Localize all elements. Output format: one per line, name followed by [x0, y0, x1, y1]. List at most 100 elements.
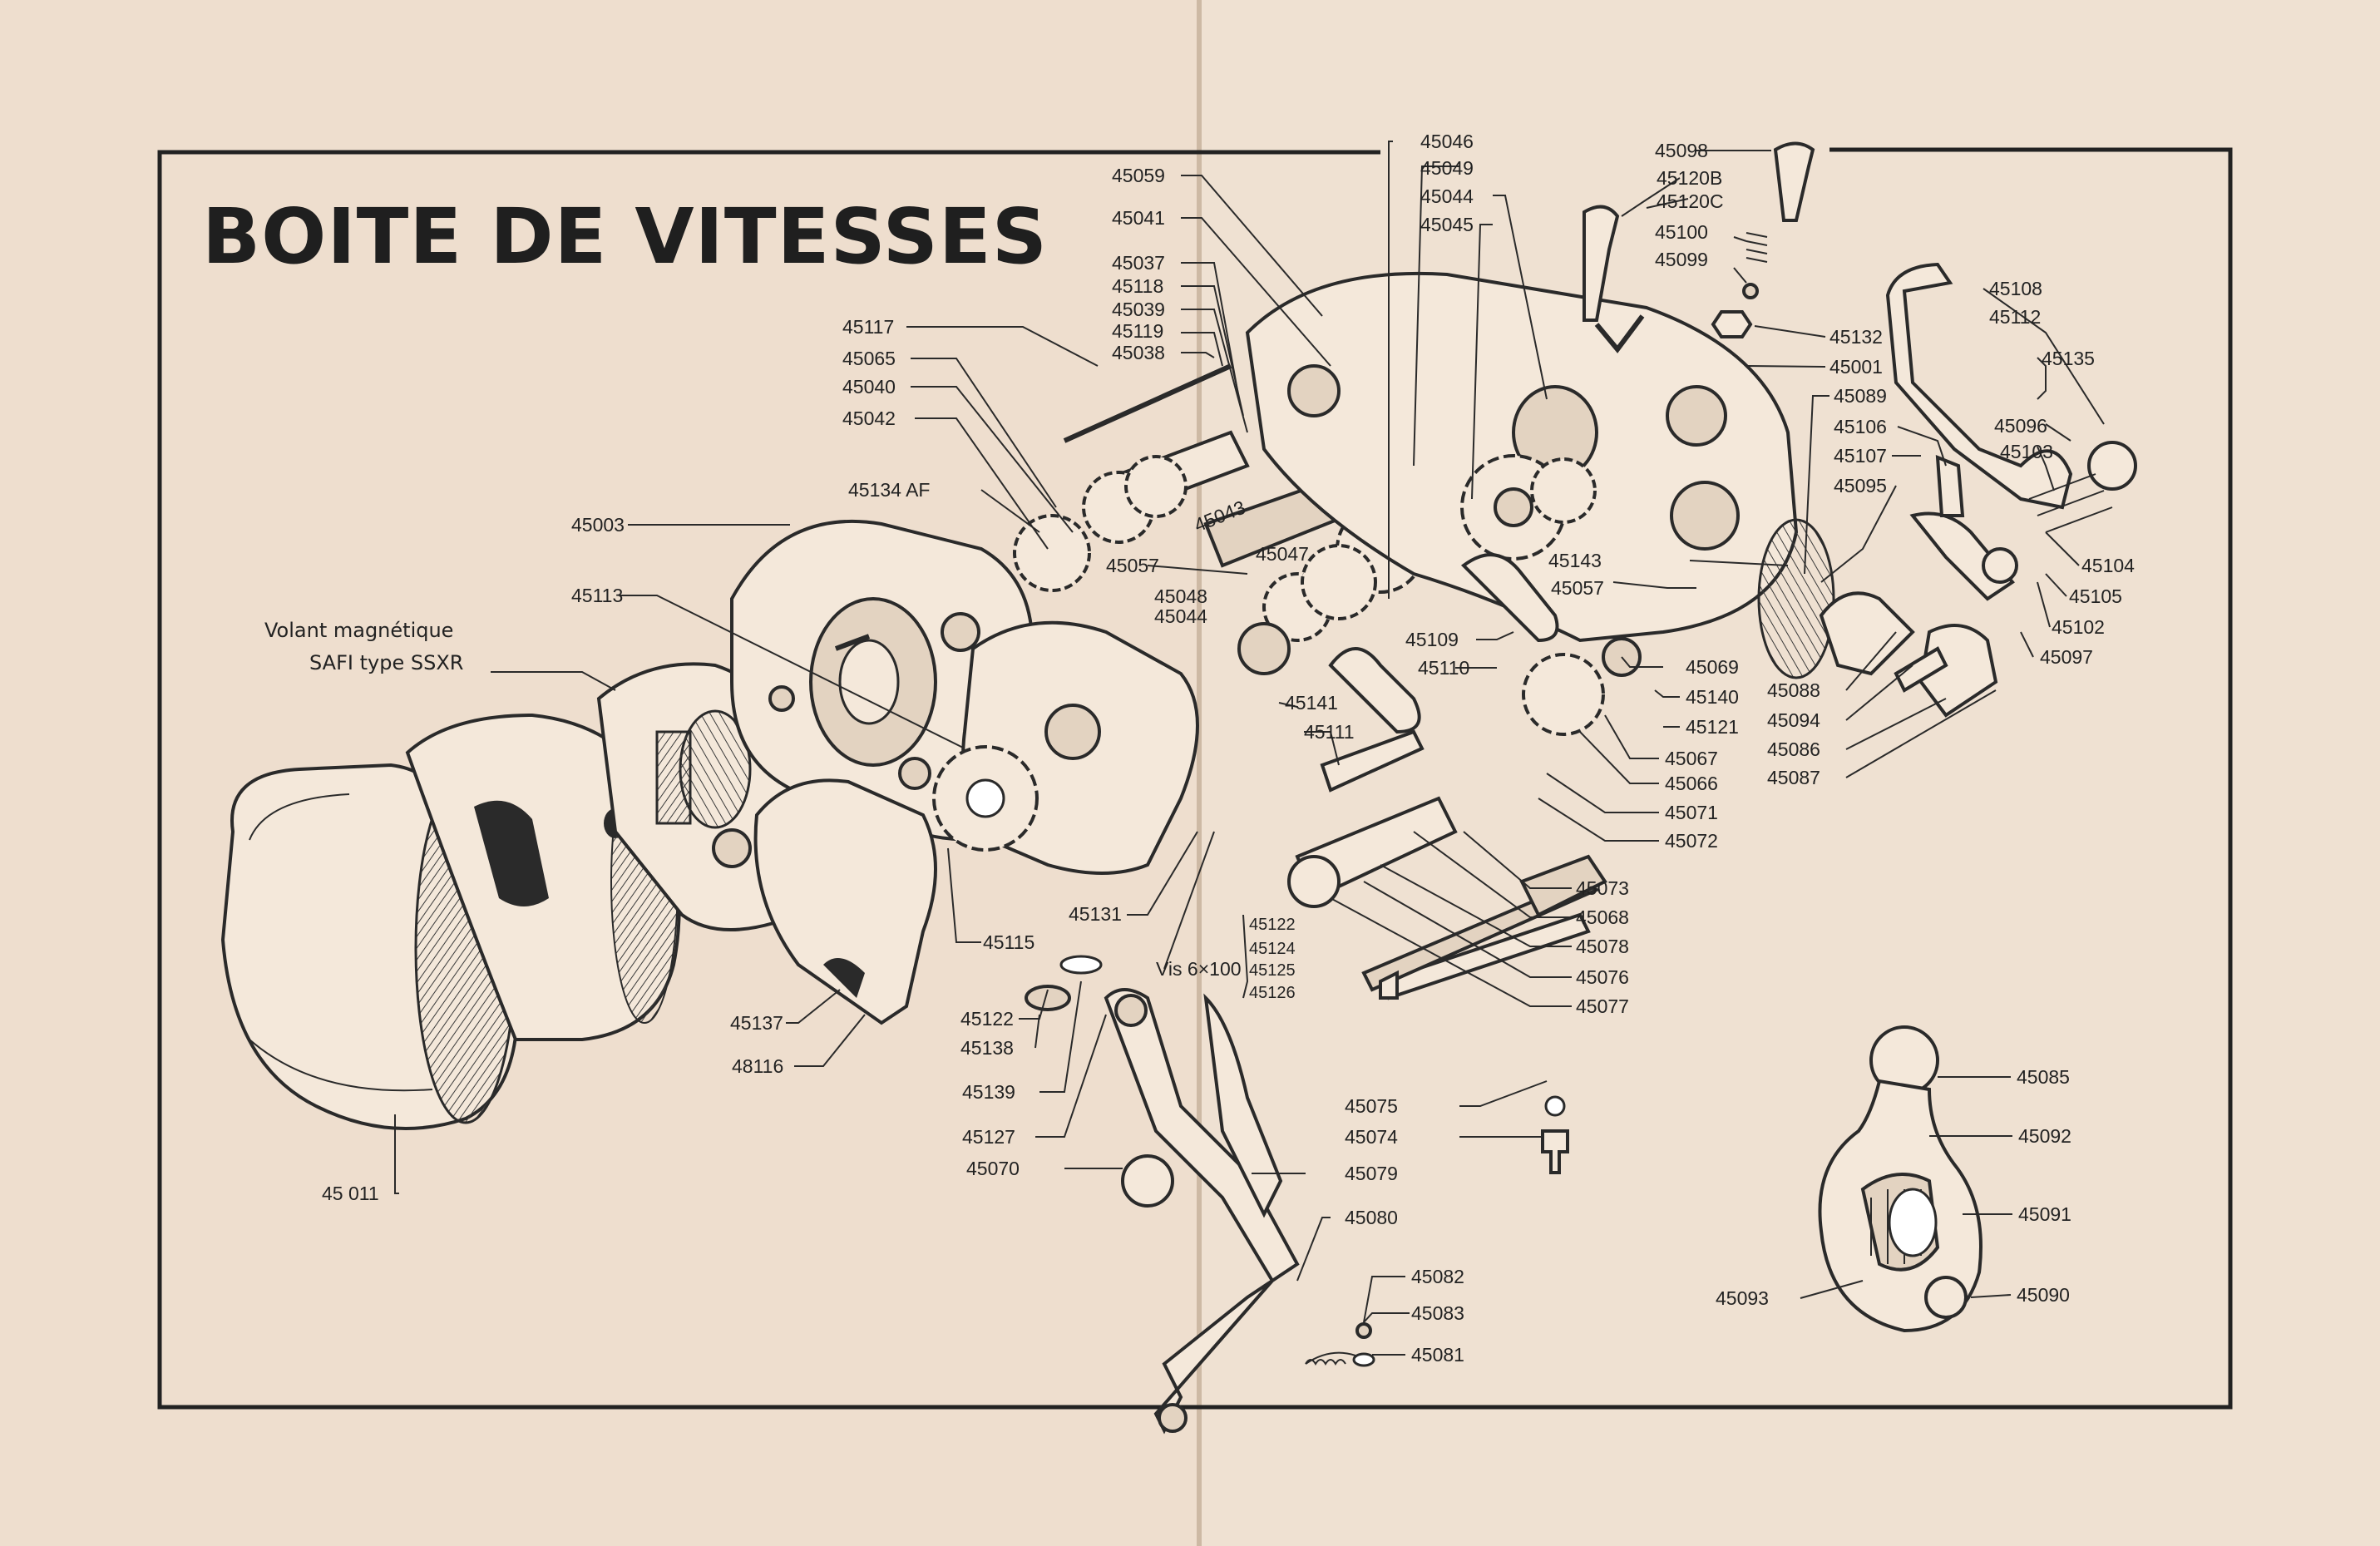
label-45140: 45140 — [1686, 686, 1739, 708]
label-45139: 45139 — [962, 1081, 1015, 1103]
label-45081: 45081 — [1411, 1344, 1464, 1366]
label-45083: 45083 — [1411, 1302, 1464, 1324]
kick-pedal — [1203, 993, 1283, 1218]
label-45037: 45037 — [1112, 252, 1165, 274]
label-45082: 45082 — [1411, 1266, 1464, 1287]
label-45049: 45049 — [1420, 157, 1474, 179]
label-45115: 45115 — [983, 931, 1034, 953]
label-45094: 45094 — [1767, 709, 1820, 731]
kickstart-lever-45079 — [1104, 988, 1300, 1435]
diagram-frame — [157, 147, 2233, 1410]
label-45124: 45124 — [1249, 940, 1296, 958]
label-45087: 45087 — [1767, 767, 1820, 788]
label-45132: 45132 — [1829, 326, 1883, 348]
label-45069: 45069 — [1686, 656, 1739, 678]
label-45072: 45072 — [1665, 830, 1718, 852]
label-45076: 45076 — [1576, 966, 1629, 988]
side-cover-45115 — [753, 778, 937, 1025]
label-45107: 45107 — [1834, 445, 1887, 467]
label-45137: 45137 — [730, 1012, 783, 1034]
label-45095: 45095 — [1834, 475, 1887, 496]
label-vis-6x100: Vis 6×100 — [1156, 958, 1242, 980]
shift-forks — [1320, 553, 1559, 793]
label-45096: 45096 — [1994, 415, 2047, 437]
label-45045: 45045 — [1420, 214, 1474, 235]
label-45040: 45040 — [842, 376, 896, 398]
drive-sprocket — [932, 745, 1039, 852]
selector-drum-detail — [1818, 1025, 1983, 1333]
small-hardware — [834, 634, 1569, 1367]
label-45047: 45047 — [1256, 543, 1309, 565]
label-45057-left: 45057 — [1106, 555, 1159, 576]
label-45118: 45118 — [1112, 275, 1163, 297]
label-45077: 45077 — [1576, 995, 1629, 1017]
label-45098: 45098 — [1655, 140, 1708, 161]
label-45143: 45143 — [1548, 550, 1602, 571]
label-45100: 45100 — [1655, 221, 1708, 243]
output-gears — [1460, 454, 1642, 736]
label-45074: 45074 — [1345, 1126, 1398, 1148]
page-title: BOITE DE VITESSES — [202, 192, 1048, 281]
label-45075: 45075 — [1345, 1095, 1398, 1117]
label-45090: 45090 — [2017, 1284, 2070, 1306]
magneto-note-line1: Volant magnétique — [264, 619, 453, 642]
label-45039: 45039 — [1112, 299, 1165, 320]
label-45138: 45138 — [960, 1037, 1014, 1059]
label-45117: 45117 — [842, 316, 894, 338]
label-45108: 45108 — [1989, 278, 2042, 299]
label-45112: 45112 — [1989, 306, 2041, 328]
label-45122-bottom: 45122 — [960, 1008, 1014, 1030]
label-45121: 45121 — [1686, 716, 1739, 738]
label-45092: 45092 — [2018, 1125, 2071, 1147]
label-45111: 45111 — [1304, 721, 1355, 743]
label-45088: 45088 — [1767, 679, 1820, 701]
label-45042: 45042 — [842, 407, 896, 429]
label-45044-lower: 45044 — [1154, 605, 1207, 627]
label-45135: 45135 — [2042, 348, 2095, 369]
kickstart-spring — [1305, 1359, 1346, 1366]
label-45003: 45003 — [571, 514, 625, 536]
label-45044: 45044 — [1420, 185, 1474, 207]
label-45097: 45097 — [2040, 646, 2093, 668]
clutch-plate — [1757, 518, 1835, 679]
label-45113: 45113 — [571, 585, 623, 606]
label-45103: 45103 — [2000, 441, 2053, 462]
label-45066: 45066 — [1665, 773, 1718, 794]
label-45046: 45046 — [1420, 131, 1474, 152]
selector-mechanism — [1819, 262, 2137, 718]
label-45126: 45126 — [1249, 984, 1296, 1002]
label-45086: 45086 — [1767, 738, 1820, 760]
label-45141: 45141 — [1285, 692, 1338, 714]
part-labels: 45059 45041 45037 45118 45039 45119 4503… — [322, 131, 2135, 1366]
label-45109: 45109 — [1405, 629, 1459, 650]
label-48116: 48116 — [732, 1055, 783, 1077]
label-45001: 45001 — [1829, 356, 1883, 378]
label-45102: 45102 — [2052, 616, 2105, 638]
label-45125: 45125 — [1249, 961, 1296, 980]
label-45134-af: 45134 AF — [848, 479, 930, 501]
label-45122-top: 45122 — [1249, 916, 1296, 934]
label-45127: 45127 — [962, 1126, 1015, 1148]
label-45099: 45099 — [1655, 249, 1708, 270]
magneto-note-line2: SAFI type SSXR — [309, 651, 463, 674]
label-45080: 45080 — [1345, 1207, 1398, 1228]
label-45073: 45073 — [1576, 877, 1629, 899]
label-45110: 45110 — [1418, 657, 1469, 679]
label-45011: 45 011 — [322, 1183, 379, 1204]
label-45105: 45105 — [2069, 585, 2122, 607]
label-45079: 45079 — [1345, 1163, 1398, 1184]
label-45089: 45089 — [1834, 385, 1887, 407]
label-45048: 45048 — [1154, 585, 1207, 607]
label-45057-right: 45057 — [1551, 577, 1604, 599]
label-45065: 45065 — [842, 348, 896, 369]
valve-parts — [1583, 141, 1815, 338]
label-45041: 45041 — [1112, 207, 1165, 229]
label-45093: 45093 — [1716, 1287, 1769, 1309]
label-45120b: 45120B — [1657, 167, 1722, 189]
label-45071: 45071 — [1665, 802, 1718, 823]
label-45038: 45038 — [1112, 342, 1165, 363]
label-45085: 45085 — [2017, 1066, 2070, 1088]
label-45106: 45106 — [1834, 416, 1887, 437]
label-45091: 45091 — [2018, 1203, 2071, 1225]
